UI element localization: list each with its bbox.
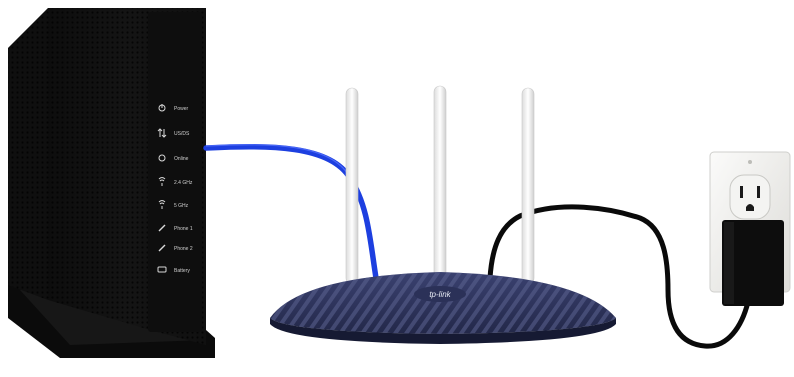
indicator-label-online: Online bbox=[174, 156, 189, 162]
indicator-label-24ghz: 2.4 GHz bbox=[174, 180, 193, 186]
antenna-right bbox=[522, 88, 534, 284]
antenna-left bbox=[346, 88, 358, 284]
indicator-label-5ghz: 5 GHz bbox=[174, 203, 189, 209]
wifi-router: tp-link bbox=[270, 272, 616, 344]
modem-indicator-strip bbox=[148, 12, 202, 332]
antenna-center bbox=[434, 86, 446, 282]
indicator-label-usds: US/DS bbox=[174, 131, 190, 137]
indicator-label-phone1: Phone 1 bbox=[174, 226, 193, 232]
router-brand-logo: tp-link bbox=[429, 290, 451, 299]
indicator-label-phone2: Phone 2 bbox=[174, 246, 193, 252]
indicator-label-power: Power bbox=[174, 106, 189, 112]
outlet-receptacle bbox=[730, 175, 770, 219]
wall-outlet bbox=[710, 152, 790, 306]
cable-modem: Power US/DS Online 2.4 GHz 5 GHz Phone 1 bbox=[8, 8, 215, 358]
indicator-label-battery: Battery bbox=[174, 268, 190, 274]
